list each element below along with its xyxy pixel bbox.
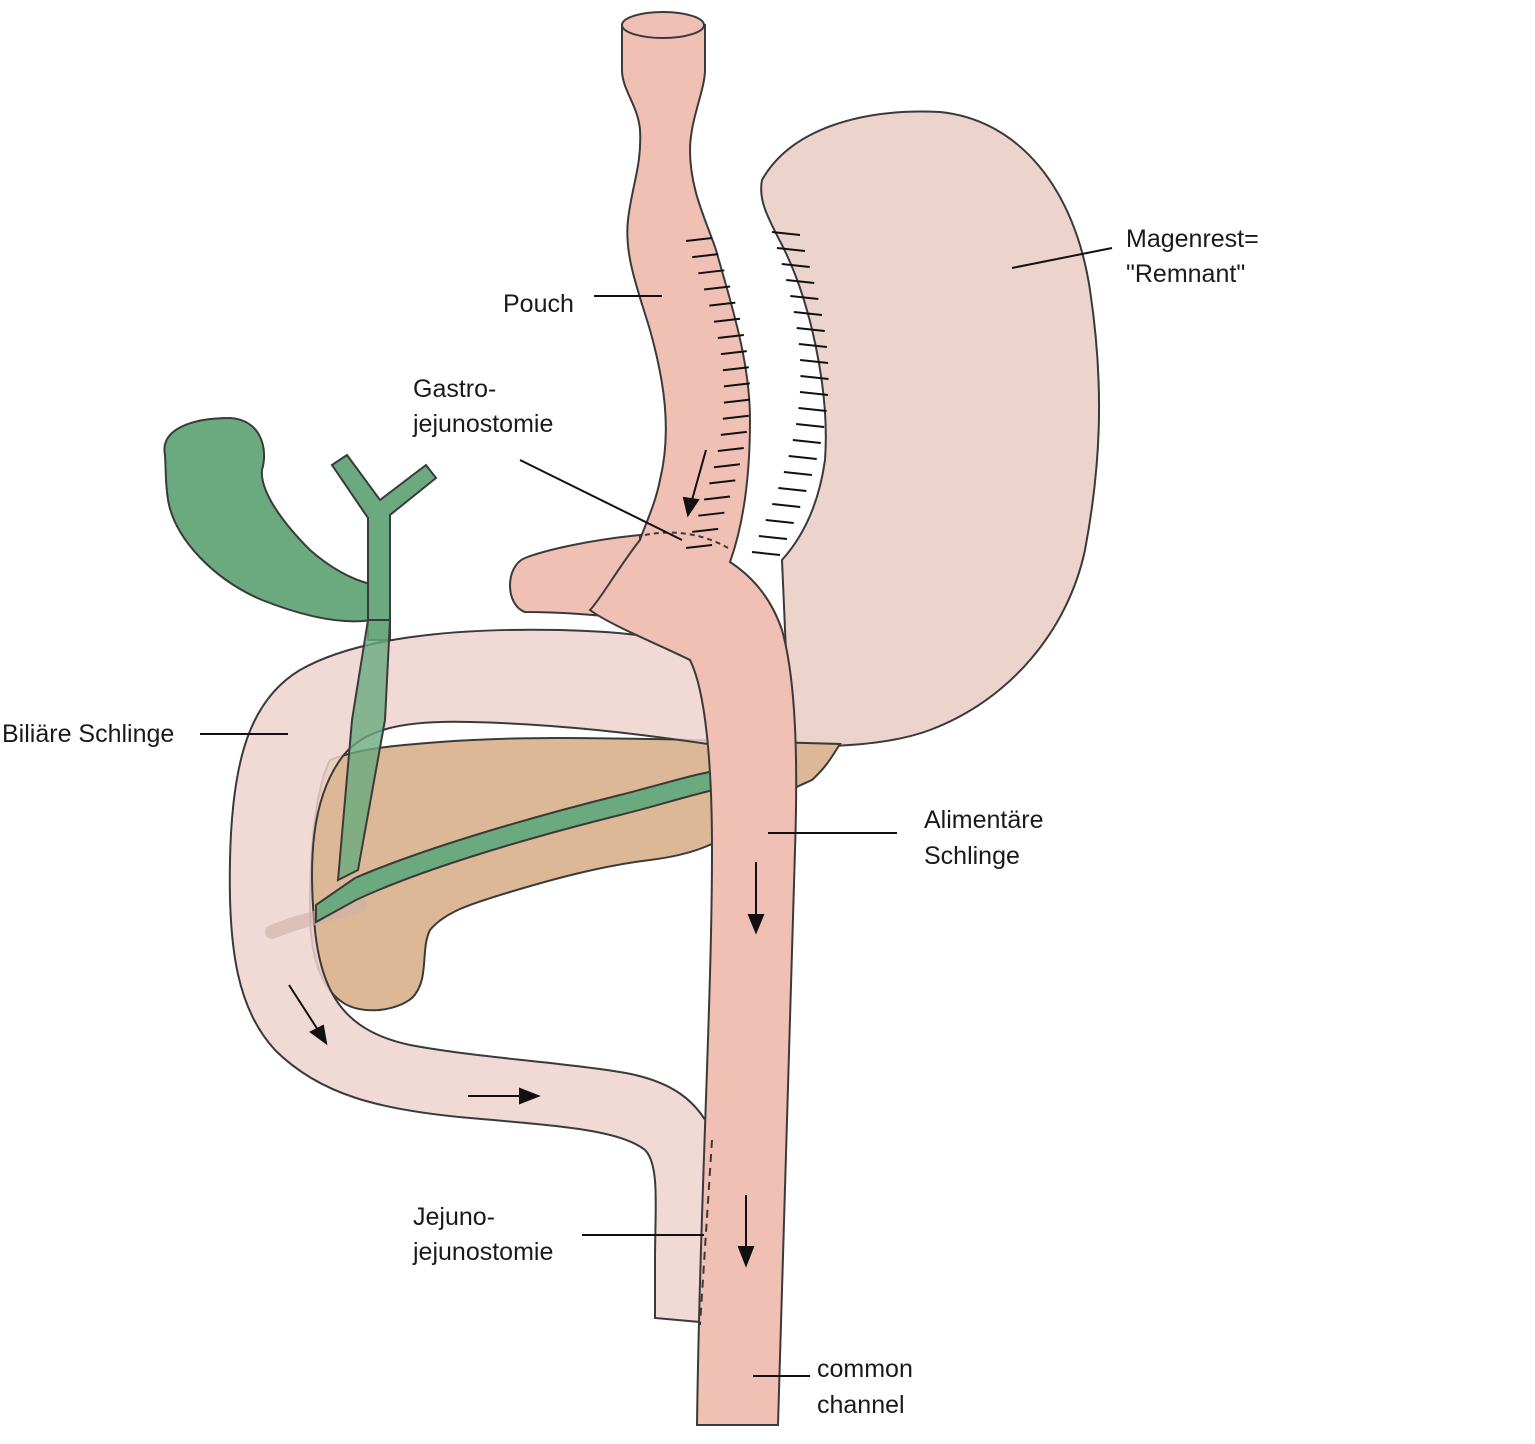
staple-mark [685, 544, 713, 549]
staple-mark [751, 551, 781, 556]
staple-mark [703, 285, 731, 291]
staple-mark [713, 317, 741, 323]
staple-mark [709, 479, 736, 485]
staple-mark [723, 398, 750, 404]
arrow-biliary-1 [288, 984, 328, 1046]
pouch-staple-line [685, 237, 750, 549]
staple-mark [772, 503, 801, 508]
label-gastro-1: Gastro- [413, 375, 496, 403]
staple-mark [776, 247, 806, 252]
staple-mark [720, 350, 747, 356]
esophagus-opening [621, 11, 705, 39]
staple-mark [786, 279, 815, 284]
label-jejuno-1: Jejuno- [413, 1203, 495, 1231]
arrow-pouch-down [682, 449, 707, 518]
biliary-limb [228, 628, 722, 1324]
gallbladder [163, 416, 374, 623]
staple-mark [698, 511, 725, 517]
staple-mark [793, 311, 822, 316]
staple-mark [798, 407, 827, 412]
label-remnant-2: "Remnant" [1126, 260, 1245, 288]
pouch-and-alimentary-limb [588, 24, 798, 1426]
staple-mark [796, 327, 825, 332]
staple-mark [758, 535, 788, 540]
staple-mark [723, 382, 750, 388]
label-biliary: Biliäre Schlinge [2, 720, 174, 748]
staple-mark [765, 519, 794, 524]
staple-mark [685, 237, 713, 242]
gastrojejunostomy-line [644, 531, 729, 549]
label-common-2: channel [817, 1391, 905, 1419]
staple-mark [778, 487, 807, 492]
staple-mark [790, 295, 819, 300]
arrow-alimentary-1 [747, 862, 765, 935]
staple-mark [692, 253, 719, 259]
remnant-staple-line [751, 231, 829, 556]
staple-mark [717, 333, 744, 339]
staple-mark [722, 414, 749, 420]
staple-mark [771, 231, 801, 236]
staple-mark [717, 447, 744, 453]
staple-mark [800, 359, 829, 364]
label-jejuno-2: jejunostomie [412, 1238, 553, 1266]
leader-remnant [1011, 247, 1113, 269]
staple-mark [713, 463, 741, 469]
staple-mark [709, 301, 736, 307]
staple-mark [792, 439, 821, 444]
staple-mark [796, 423, 825, 428]
staple-mark [800, 375, 829, 380]
hepatic-duct [330, 453, 438, 641]
arrow-biliary-2 [468, 1087, 541, 1105]
staple-mark [703, 495, 731, 501]
label-alimentary-2: Schlinge [924, 842, 1020, 870]
label-alimentary-1: Alimentäre [924, 806, 1044, 834]
jejunojejunostomy-line [699, 1139, 713, 1326]
flow-arrows [288, 449, 765, 1268]
label-pouch: Pouch [503, 290, 574, 318]
staple-mark [799, 391, 829, 396]
staple-mark [692, 527, 719, 533]
common-bile-duct [336, 619, 392, 882]
staple-mark [781, 263, 810, 268]
staple-mark [788, 455, 817, 460]
arrow-alimentary-2 [737, 1195, 755, 1268]
staple-mark [798, 343, 827, 348]
staple-mark [722, 366, 749, 372]
label-remnant-1: Magenrest= [1126, 225, 1259, 253]
label-gastro-2: jejunostomie [412, 410, 553, 438]
staple-mark [720, 430, 747, 436]
leader-gastrojejunostomy [519, 459, 683, 541]
gastric-remnant [760, 110, 1101, 748]
label-common-1: common [817, 1355, 913, 1383]
staple-mark [698, 269, 725, 275]
staple-mark [783, 471, 812, 476]
